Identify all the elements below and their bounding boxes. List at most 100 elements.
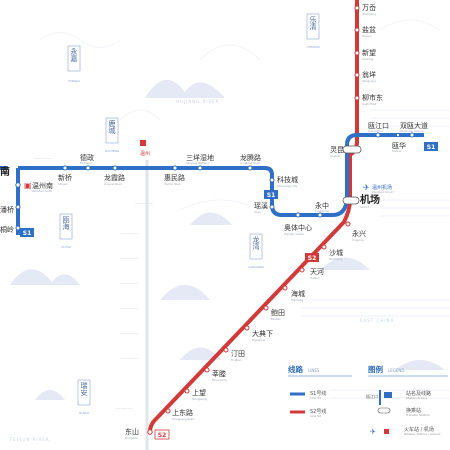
station-wancheng[interactable]: 万岙 Wancheng [354,3,376,16]
svg-text:Yaoxi: Yaoxi [254,210,261,214]
line-s2-badge-mid[interactable]: S2 [305,253,319,262]
svg-text:海城: 海城 [291,289,305,298]
svg-text:Yongxing: Yongxing [352,238,364,242]
station-longxia-road[interactable]: 龙霞路 Longxia Road [104,165,125,186]
station-shacheng[interactable]: 沙城 Shacheng [321,244,343,261]
svg-text:上望: 上望 [192,388,206,397]
line-s1-badge-mid[interactable]: S1 [264,190,278,199]
station-xinqiao[interactable]: 新桥 Xinqiao [58,165,72,186]
station-wenzhou-south[interactable]: ▣ 温州南 Wenzhou South [15,181,53,193]
svg-text:线路: 线路 [288,364,303,374]
district-ruian: 瑞安 RUIAN [77,379,91,415]
district-sub: YONGJIA [68,79,81,83]
station-yongzhong[interactable]: 永中 Yongzhong [315,201,329,218]
svg-text:灵昆: 灵昆 [330,146,344,154]
station-dongshan[interactable]: 东山 Dongshan [125,427,153,440]
svg-text:盐盆: 盐盆 [362,25,376,34]
station-shencheng[interactable]: 莘塍 Shencheng [204,367,227,382]
svg-text:Dadianxia: Dadianxia [252,338,265,342]
svg-text:新桥: 新桥 [58,173,72,182]
station-yaoxi[interactable]: 瑶溪 Yaoxi [254,201,275,214]
station-dadianxia[interactable]: 大典下 Dadianxia [244,325,273,342]
svg-text:温州南: 温州南 [32,181,53,190]
station-lingkun[interactable]: 灵昆 Lingkun [330,145,362,158]
district-ouhai: 瓯海 OUHAI [59,213,73,249]
svg-text:Shacheng: Shacheng [329,257,342,261]
station-liushi-east[interactable]: 柳市东 Liushi East [354,93,383,106]
station-panqiao[interactable]: 潘桥 [0,204,21,214]
station-ouhua[interactable]: 瓯华 Ouhua [392,133,406,154]
svg-text:Oujiangkou: Oujiangkou [368,129,383,133]
station-baotian[interactable]: 鲍田 Baotian [263,305,285,321]
station-tongling[interactable]: 桐岭 [0,225,21,234]
district-sub: YUEQING [306,45,320,49]
svg-text:———: ——— [120,305,138,312]
svg-text:火车站 / 机场: 火车站 / 机场 [404,426,434,433]
lines-legend: 线路 LINES S1号线 Line S1 S2号线 Line S2 [288,364,352,418]
station-longteng-road[interactable]: 龙腾路 Longteng Road [240,153,261,171]
station-wengyang[interactable]: 翁垟 Wengyang [354,70,376,83]
svg-text:柳市东: 柳市东 [362,93,383,102]
station-oujiangkou[interactable]: 瓯江口 Oujiangkou [368,122,389,138]
district-sub: OUHAI [61,245,71,249]
svg-text:LEGEND: LEGEND [388,368,404,373]
svg-text:Xinwang: Xinwang [362,57,373,61]
svg-text:Huimin Road: Huimin Road [164,182,181,186]
line-s1-track[interactable] [0,133,424,217]
svg-text:Transfer Station: Transfer Station [405,413,430,417]
svg-text:Tingtian: Tingtian [231,358,242,362]
station-huimin-road[interactable]: 惠民路 Huimin Road [164,165,185,186]
line-s2-badge[interactable]: S2 [154,429,170,440]
district-name: 鹿城 [108,119,116,135]
svg-text:Dongshan: Dongshan [125,436,138,440]
station-wenzhou-railway[interactable]: 温州 [140,140,150,157]
oujiang-river-label: OUJIANG RIVER [176,99,220,104]
svg-text:东山: 东山 [125,427,139,436]
station-shangwang[interactable]: 上望 Shangwang [184,388,208,401]
svg-text:科技城: 科技城 [277,175,298,184]
station-xinwang[interactable]: 新望 Xinwang [354,48,376,61]
line-s1-badge[interactable]: S1 [424,142,438,151]
station-shangdong-road[interactable]: 上东路 Shangdong Road [165,408,194,421]
svg-text:———: ——— [120,230,138,237]
svg-text:瓯华: 瓯华 [392,141,406,150]
svg-text:———: ——— [120,255,138,262]
svg-text:Airport: Airport [360,205,369,209]
station-tingtian[interactable]: 汀田 Tingtian [223,347,245,362]
svg-text:———: ——— [135,200,153,207]
svg-text:三垟湿地: 三垟湿地 [186,153,214,162]
line-s1-badge-west[interactable]: S1 [20,228,34,237]
station-olympic-center[interactable]: 奥体中心 Olympic Center [284,212,312,236]
svg-text:Shangdong Road: Shangdong Road [172,417,194,421]
train-icon [384,429,389,434]
station-nan[interactable]: 南 [0,165,10,178]
svg-text:机场: 机场 [360,193,380,206]
svg-text:图例: 图例 [368,364,383,374]
station-tianhe[interactable]: 天河 Tianhe [299,267,324,280]
station-yongxing[interactable]: 永兴 Yongxing [345,221,366,242]
district-name: 永嘉 [70,47,78,63]
svg-text:Xinqiao: Xinqiao [58,182,68,186]
svg-text:温州机场: 温州机场 [372,184,392,191]
district-longwan: 龙湾 LONGWAN [248,233,264,269]
svg-text:龙霞路: 龙霞路 [104,173,125,182]
sea-pattern [300,109,450,399]
airport-tag: ✈ 温州机场 Wenzhou Airport [363,183,394,194]
svg-text:翁垟: 翁垟 [362,70,376,79]
svg-text:德政: 德政 [80,153,94,162]
district-yueqing: 乐清 YUEQING [306,13,321,49]
station-dezheng[interactable]: 德政 Dezheng [80,153,94,171]
station-shuangou-avenue[interactable]: 双瓯大道 Shuangou Avenue [400,121,428,138]
svg-text:Dezheng: Dezheng [80,161,92,165]
svg-text:新望: 新望 [362,48,376,57]
station-airport[interactable]: 机场 Airport [342,193,380,209]
district-yongjia: 永嘉 YONGJIA [67,45,81,83]
station-technology-city[interactable]: 科技城 Technology City [269,175,298,188]
transfer-station-swatch [377,407,391,414]
svg-text:Shuangou Avenue: Shuangou Avenue [400,129,424,133]
station-yanpan[interactable]: 盐盆 Yanpen [354,25,376,38]
station-haicheng[interactable]: 海城 Haicheng [282,285,305,302]
station-sanyang-wetland[interactable]: 三垟湿地 Sanyang Wetland [186,153,214,171]
svg-text:———: ——— [120,280,138,287]
